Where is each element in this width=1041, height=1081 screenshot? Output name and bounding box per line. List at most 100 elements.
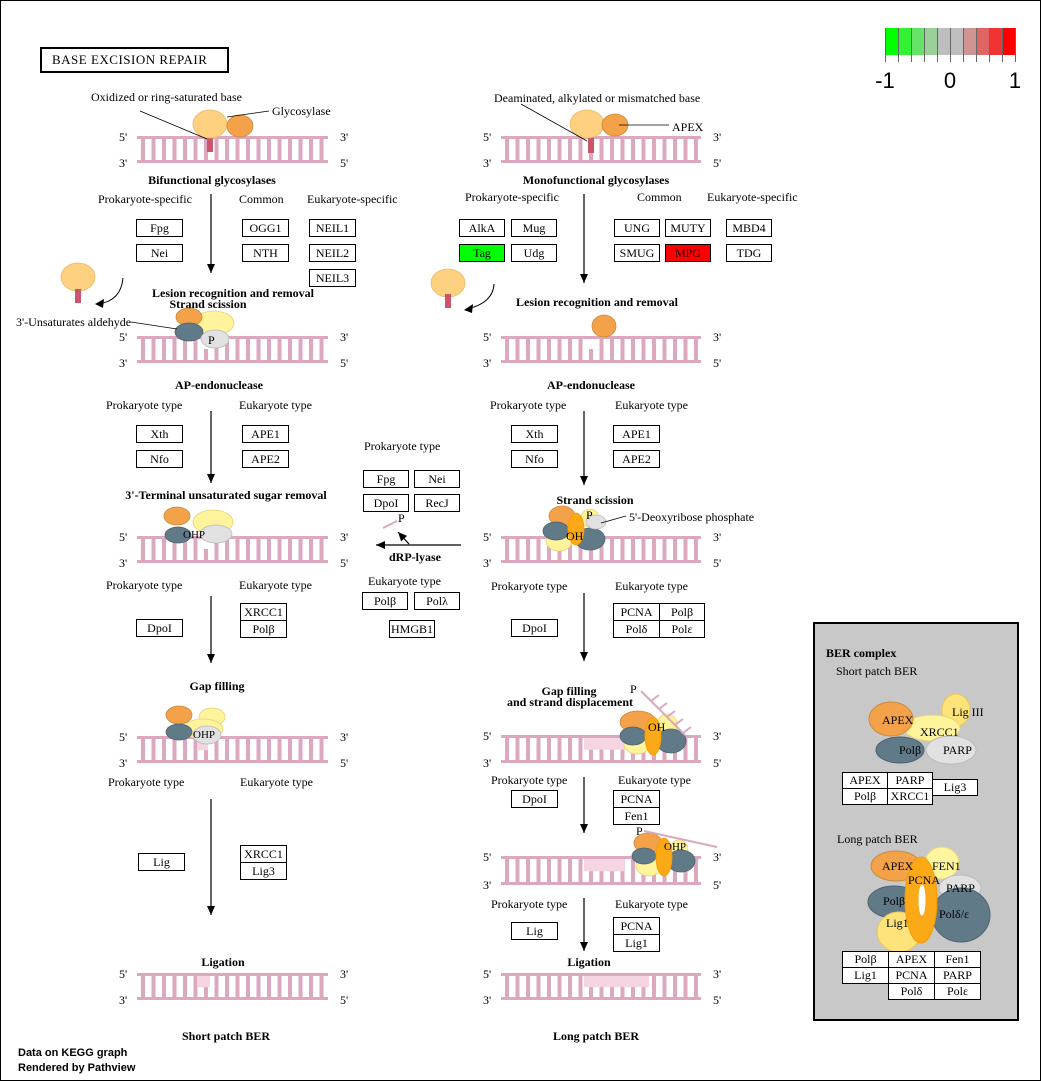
gene-box-Fen1[interactable]: Fen1 (613, 807, 660, 825)
gene-box-Fpg[interactable]: Fpg (363, 470, 409, 488)
dna-strand (137, 973, 328, 1000)
gene-box-HMGB1[interactable]: HMGB1 (389, 620, 435, 638)
dna-backbone (501, 973, 701, 976)
gene-box-MBD4[interactable]: MBD4 (726, 219, 772, 237)
gene-box-Nei[interactable]: Nei (136, 244, 183, 262)
dna-rung (141, 737, 145, 761)
gene-box-Lig3[interactable]: Lig3 (240, 862, 287, 880)
gene-box-Lig[interactable]: Lig (511, 922, 558, 940)
gene-box-OGG1[interactable]: OGG1 (242, 219, 289, 237)
shape-label-PCNA: PCNA (908, 873, 941, 887)
gene-box-MUTY[interactable]: MUTY (665, 219, 711, 237)
dna-backbone (137, 136, 328, 139)
gene-box-Polb[interactable]: Polβ (842, 788, 888, 805)
gene-box-RecJ[interactable]: RecJ (414, 494, 460, 512)
dna-rung (256, 737, 261, 761)
gene-box-Fpg[interactable]: Fpg (136, 219, 183, 237)
gene-box-Nfo[interactable]: Nfo (511, 450, 558, 468)
gene-box-NEIL2[interactable]: NEIL2 (309, 244, 356, 262)
gene-box-Polb[interactable]: Polβ (842, 951, 889, 968)
gene-box-TDG[interactable]: TDG (726, 244, 772, 262)
gene-box-APE1[interactable]: APE1 (242, 425, 289, 443)
gene-box-Xth[interactable]: Xth (136, 425, 183, 443)
gene-box-Pold[interactable]: Polδ (888, 983, 935, 1000)
dna-rung (235, 137, 240, 161)
group-eukaryote-type: Eukaryote type (239, 398, 312, 412)
gene-box-Nfo[interactable]: Nfo (136, 450, 183, 468)
gene-box-PCNA[interactable]: PCNA (613, 603, 660, 621)
dna-rung (599, 537, 604, 561)
gene-box-PARP[interactable]: PARP (934, 967, 981, 984)
five-prime-label: 5' (713, 993, 721, 1007)
gene-box-MPG[interactable]: MPG (665, 244, 711, 262)
gene-box-DpoI[interactable]: DpoI (136, 619, 183, 637)
gene-box-Udg[interactable]: Udg (511, 244, 557, 262)
shape-label-APEX: APEX (882, 859, 914, 873)
dna-rung (162, 137, 166, 161)
gene-box-Lig3[interactable]: Lig3 (932, 779, 978, 796)
dna-rung (505, 736, 509, 761)
gene-box-PARP[interactable]: PARP (887, 772, 933, 789)
gene-box-Nei[interactable]: Nei (414, 470, 460, 488)
gene-box-Lig1[interactable]: Lig1 (613, 934, 660, 952)
three-prime-label: 3' (340, 330, 348, 344)
dna-rung (214, 974, 219, 998)
shape-label-Polb: Polβ (883, 894, 906, 908)
gene-box-Polb[interactable]: Polβ (240, 620, 287, 638)
gene-box-XRCC1[interactable]: XRCC1 (887, 788, 933, 805)
gene-box-Pole[interactable]: Polε (934, 983, 981, 1000)
dna-rung (631, 857, 635, 883)
gene-box-Xth[interactable]: Xth (511, 425, 558, 443)
dna-rung (172, 537, 177, 561)
dna-rung (298, 137, 303, 161)
gene-box-XRCC1[interactable]: XRCC1 (240, 603, 287, 621)
gene-box-NEIL3[interactable]: NEIL3 (309, 269, 356, 287)
dna-rung (298, 537, 303, 561)
damaged-base-icon (588, 135, 594, 153)
gene-box-PCNA[interactable]: PCNA (613, 790, 660, 808)
legend-swatch (885, 28, 898, 55)
gene-box-NEIL1[interactable]: NEIL1 (309, 219, 356, 237)
gene-box-PCNA[interactable]: PCNA (888, 967, 935, 984)
gene-box-Poll[interactable]: Polλ (414, 592, 460, 610)
gene-box-PCNA[interactable]: PCNA (613, 917, 660, 935)
gene-box-DpoI[interactable]: DpoI (511, 790, 558, 808)
gene-box-APE2[interactable]: APE2 (613, 450, 660, 468)
gene-box-NTH[interactable]: NTH (242, 244, 289, 262)
gene-box-Pole[interactable]: Polε (659, 620, 705, 638)
gene-box-Polb[interactable]: Polβ (362, 592, 408, 610)
gene-box-APEX[interactable]: APEX (888, 951, 935, 968)
dna-rung (526, 137, 530, 161)
dna-rung (641, 537, 646, 561)
dna-rung (267, 974, 271, 998)
gene-box-Polb[interactable]: Polβ (659, 603, 705, 621)
gene-box-Mug[interactable]: Mug (511, 219, 557, 237)
gene-box-AlkA[interactable]: AlkA (459, 219, 505, 237)
gene-box-Lig1[interactable]: Lig1 (842, 967, 889, 984)
gene-box-XRCC1[interactable]: XRCC1 (240, 845, 287, 863)
gene-box-APE2[interactable]: APE2 (242, 450, 289, 468)
gene-box-Tag[interactable]: Tag (459, 244, 505, 262)
gene-box-DpoI[interactable]: DpoI (511, 619, 558, 637)
gene-box-Fen1[interactable]: Fen1 (934, 951, 981, 968)
damaged-base-icon (207, 134, 213, 152)
gene-box-DpoI[interactable]: DpoI (363, 494, 409, 512)
three-prime-label: 3' (483, 356, 491, 370)
legend-swatch (937, 28, 950, 55)
dna-backbone (501, 136, 701, 139)
dna-strand (501, 973, 701, 1000)
gene-box-APE1[interactable]: APE1 (613, 425, 660, 443)
five-prime-label: 5' (340, 993, 348, 1007)
gene-box-UNG[interactable]: UNG (614, 219, 660, 237)
legend-label: -1 (875, 68, 895, 93)
shape-label-Polb: Polβ (899, 743, 922, 757)
gene-box-Pold[interactable]: Polδ (613, 620, 660, 638)
arrow-head (207, 264, 215, 273)
gene-box-SMUG[interactable]: SMUG (614, 244, 660, 262)
gene-box-Lig[interactable]: Lig (138, 853, 185, 871)
dna-strand (137, 736, 328, 763)
dna-backbone (137, 973, 328, 976)
gene-box-APEX[interactable]: APEX (842, 772, 888, 789)
dna-backbone (501, 856, 701, 859)
oxidized-base-label: Oxidized or ring-saturated base (91, 90, 242, 104)
